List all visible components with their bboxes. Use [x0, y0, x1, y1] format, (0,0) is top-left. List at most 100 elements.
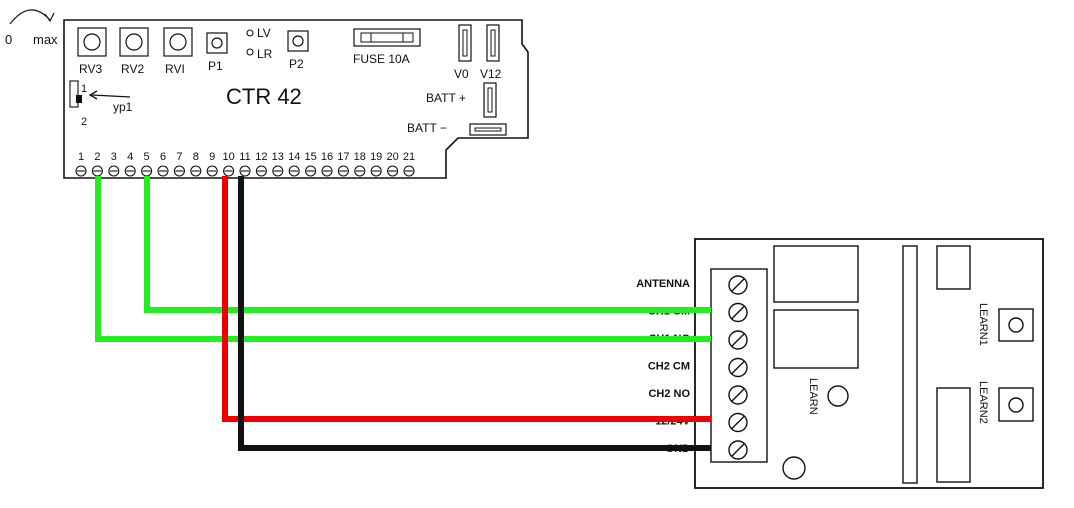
- led-lr-icon: [246, 48, 254, 56]
- terminal-number-21: 21: [403, 151, 415, 163]
- jumper-cap-icon: [76, 95, 82, 103]
- receiver-component: [936, 245, 971, 290]
- switch-v0-icon: [462, 29, 468, 57]
- pot-rv3: RV3: [77, 27, 107, 76]
- receiver-screw-slot-icon: [731, 416, 745, 429]
- receiver-component: [936, 387, 971, 483]
- receiver-terminal-label-0: ANTENNA: [636, 278, 690, 290]
- led-icon: [782, 456, 806, 480]
- button-p2-housing: [287, 30, 309, 52]
- terminal-number-14: 14: [288, 151, 300, 163]
- pot-rv3-housing: [77, 27, 107, 57]
- jumper-header: [69, 80, 79, 108]
- jumper-name-label: yp1: [113, 100, 133, 114]
- terminal-number-15: 15: [304, 151, 316, 163]
- terminal-number-6: 6: [160, 151, 166, 163]
- batt-minus: BATT −: [407, 121, 507, 136]
- switch-v12-housing: [486, 24, 500, 62]
- terminal-number-1: 1: [78, 151, 84, 163]
- learn-button-icon: [827, 385, 849, 407]
- jumper-pin2-label: 2: [81, 116, 87, 128]
- learn1-label: LEARN1: [977, 303, 989, 346]
- rotation-arrow-icon: [9, 9, 51, 25]
- pot-rv2-label: RV2: [121, 62, 144, 76]
- switch-v12: V12: [480, 24, 502, 81]
- receiver-screw-slot-icon: [731, 388, 745, 402]
- terminal-number-10: 10: [222, 151, 234, 163]
- batt-plus-terminal-housing: [483, 82, 497, 118]
- fuse-icon: [360, 32, 414, 43]
- terminal-number-5: 5: [144, 151, 150, 163]
- pot-rv2: RV2: [119, 27, 149, 76]
- controller-board: RV3 RV2 RVI P1 LV LR P2: [63, 19, 529, 179]
- relay-1: [773, 245, 859, 303]
- pot-rv2-knob-icon: [125, 33, 143, 51]
- switch-v12-label: V12: [480, 67, 502, 81]
- batt-minus-label: BATT −: [407, 121, 447, 135]
- terminal-number-2: 2: [94, 151, 100, 163]
- switch-v12-icon: [490, 29, 496, 57]
- wire-ch1-no: [95, 176, 711, 342]
- learn-label: LEARN: [807, 378, 819, 415]
- terminal-number-19: 19: [370, 151, 382, 163]
- receiver-screw-slot-icon: [731, 278, 745, 292]
- led-lv-label: LV: [257, 26, 271, 40]
- terminal-number-3: 3: [111, 151, 117, 163]
- jumper-pin1-label: 1: [81, 83, 87, 95]
- learn2-label: LEARN2: [977, 381, 989, 424]
- jumper-arrow-icon: [91, 94, 131, 98]
- terminal-number-4: 4: [127, 151, 133, 163]
- pot-rv1-housing: [163, 27, 193, 57]
- pot-rv3-label: RV3: [79, 62, 102, 76]
- batt-plus-terminal-icon: [487, 87, 493, 113]
- pot-rv1: RVI: [163, 27, 193, 76]
- switch-v0-label: V0: [454, 67, 469, 81]
- arrow-head-icon: [44, 12, 55, 23]
- led-lv-icon: [246, 29, 254, 37]
- fuse-holder: [353, 28, 421, 47]
- terminal-number-20: 20: [386, 151, 398, 163]
- learn2-button-icon: [1008, 397, 1024, 413]
- terminal-number-7: 7: [176, 151, 182, 163]
- relay-2: [773, 309, 859, 369]
- pot-rv3-knob-icon: [83, 33, 101, 51]
- button-p2-label: P2: [289, 57, 304, 71]
- learn1-button-housing: [998, 308, 1034, 342]
- batt-plus-label: BATT +: [426, 91, 466, 105]
- led-lr-label: LR: [257, 47, 273, 61]
- receiver-module-strip: [902, 245, 918, 484]
- button-p1: P1: [206, 32, 228, 73]
- receiver-module: LEARN LEARN1 LEARN2: [694, 238, 1044, 489]
- terminal-number-9: 9: [209, 151, 215, 163]
- switch-v0-housing: [458, 24, 472, 62]
- receiver-screws: [728, 275, 748, 460]
- pot-rv2-housing: [119, 27, 149, 57]
- wires: [95, 176, 711, 451]
- terminal-number-11: 11: [239, 151, 250, 163]
- fuse: FUSE 10A: [353, 28, 421, 66]
- learn2-button-housing: [998, 387, 1034, 422]
- terminal-number-16: 16: [321, 151, 333, 163]
- receiver-screw-slot-icon: [731, 306, 745, 319]
- receiver-screw-slot-icon: [731, 443, 745, 457]
- fuse-label: FUSE 10A: [353, 52, 410, 66]
- batt-minus-terminal-icon: [474, 127, 502, 132]
- receiver-terminal-label-3: CH2 CM: [648, 361, 690, 373]
- controller-model: CTR 42: [226, 84, 302, 109]
- learn1-button-icon: [1008, 317, 1024, 333]
- wire-ch1-cm: [144, 176, 711, 313]
- batt-plus: BATT +: [426, 82, 497, 118]
- button-p1-icon: [211, 37, 223, 49]
- terminal-number-13: 13: [272, 151, 284, 163]
- switch-v0: V0: [454, 24, 472, 81]
- terminal-number-8: 8: [193, 151, 199, 163]
- knob-rotation-indicator: 0 max: [5, 9, 58, 47]
- terminal-number-17: 17: [337, 151, 349, 163]
- receiver-screw-slot-icon: [731, 333, 745, 347]
- button-p1-housing: [206, 32, 228, 54]
- knob-min-label: 0: [5, 32, 12, 47]
- receiver-terminal-block: [710, 268, 768, 463]
